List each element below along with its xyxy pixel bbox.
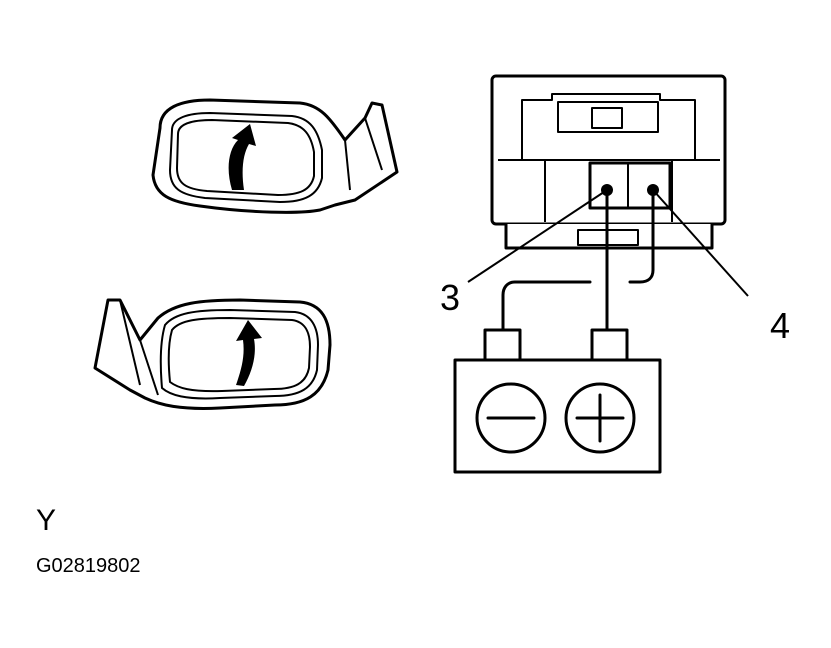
tilt-arrow-icon <box>236 320 262 386</box>
tilt-arrow-icon <box>228 124 256 190</box>
wiring <box>467 189 749 332</box>
minus-icon <box>475 382 547 454</box>
battery <box>453 328 662 474</box>
plus-icon <box>564 382 636 454</box>
mirror-upper <box>151 98 399 214</box>
mirror-lower <box>93 298 332 410</box>
figure-code: G02819802 <box>36 555 141 577</box>
terminal-4-label: 4 <box>770 305 790 346</box>
view-label: Y <box>36 504 56 537</box>
terminal-3-label: 3 <box>440 277 460 318</box>
